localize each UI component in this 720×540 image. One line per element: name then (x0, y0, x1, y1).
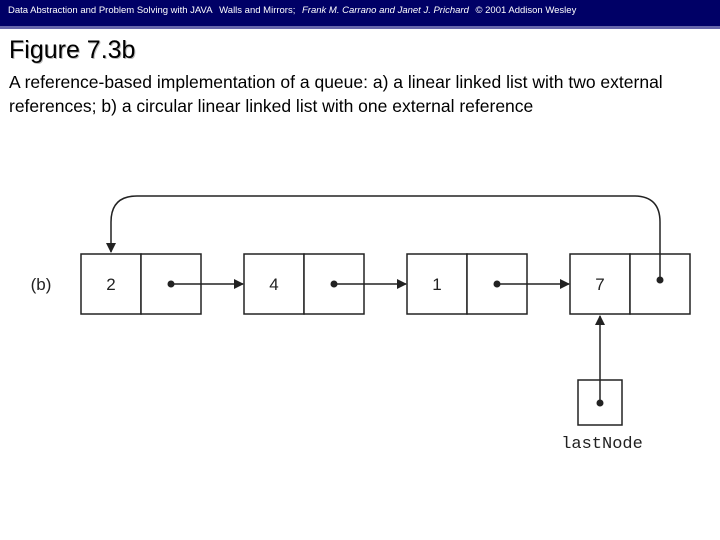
copyright: © 2001 Addison Wesley (475, 5, 577, 16)
node-value: 1 (432, 275, 441, 294)
node-data-cell (80, 253, 142, 315)
node-value: 4 (269, 275, 278, 294)
node-value: 2 (106, 275, 115, 294)
book-title: Data Abstraction and Problem Solving wit… (8, 5, 213, 16)
book-authors: Frank M. Carrano and Janet J. Prichard (302, 5, 469, 16)
node-data-cell (569, 253, 631, 315)
list-node: 4 (243, 253, 365, 315)
figure-caption: A reference-based implementation of a qu… (9, 72, 663, 116)
external-reference-label: lastNode (561, 435, 643, 454)
node-data-cell (243, 253, 305, 315)
list-node: 7 (569, 253, 691, 315)
list-node: 2 (80, 253, 202, 315)
figure-title: Figure 7.3b (9, 36, 136, 64)
book-subtitle: Walls and Mirrors; (219, 5, 296, 16)
header-bar: Data Abstraction and Problem Solving wit… (0, 0, 720, 29)
node-value: 7 (595, 275, 604, 294)
circular-arrow (106, 195, 661, 280)
panel-label: (b) (31, 275, 52, 294)
